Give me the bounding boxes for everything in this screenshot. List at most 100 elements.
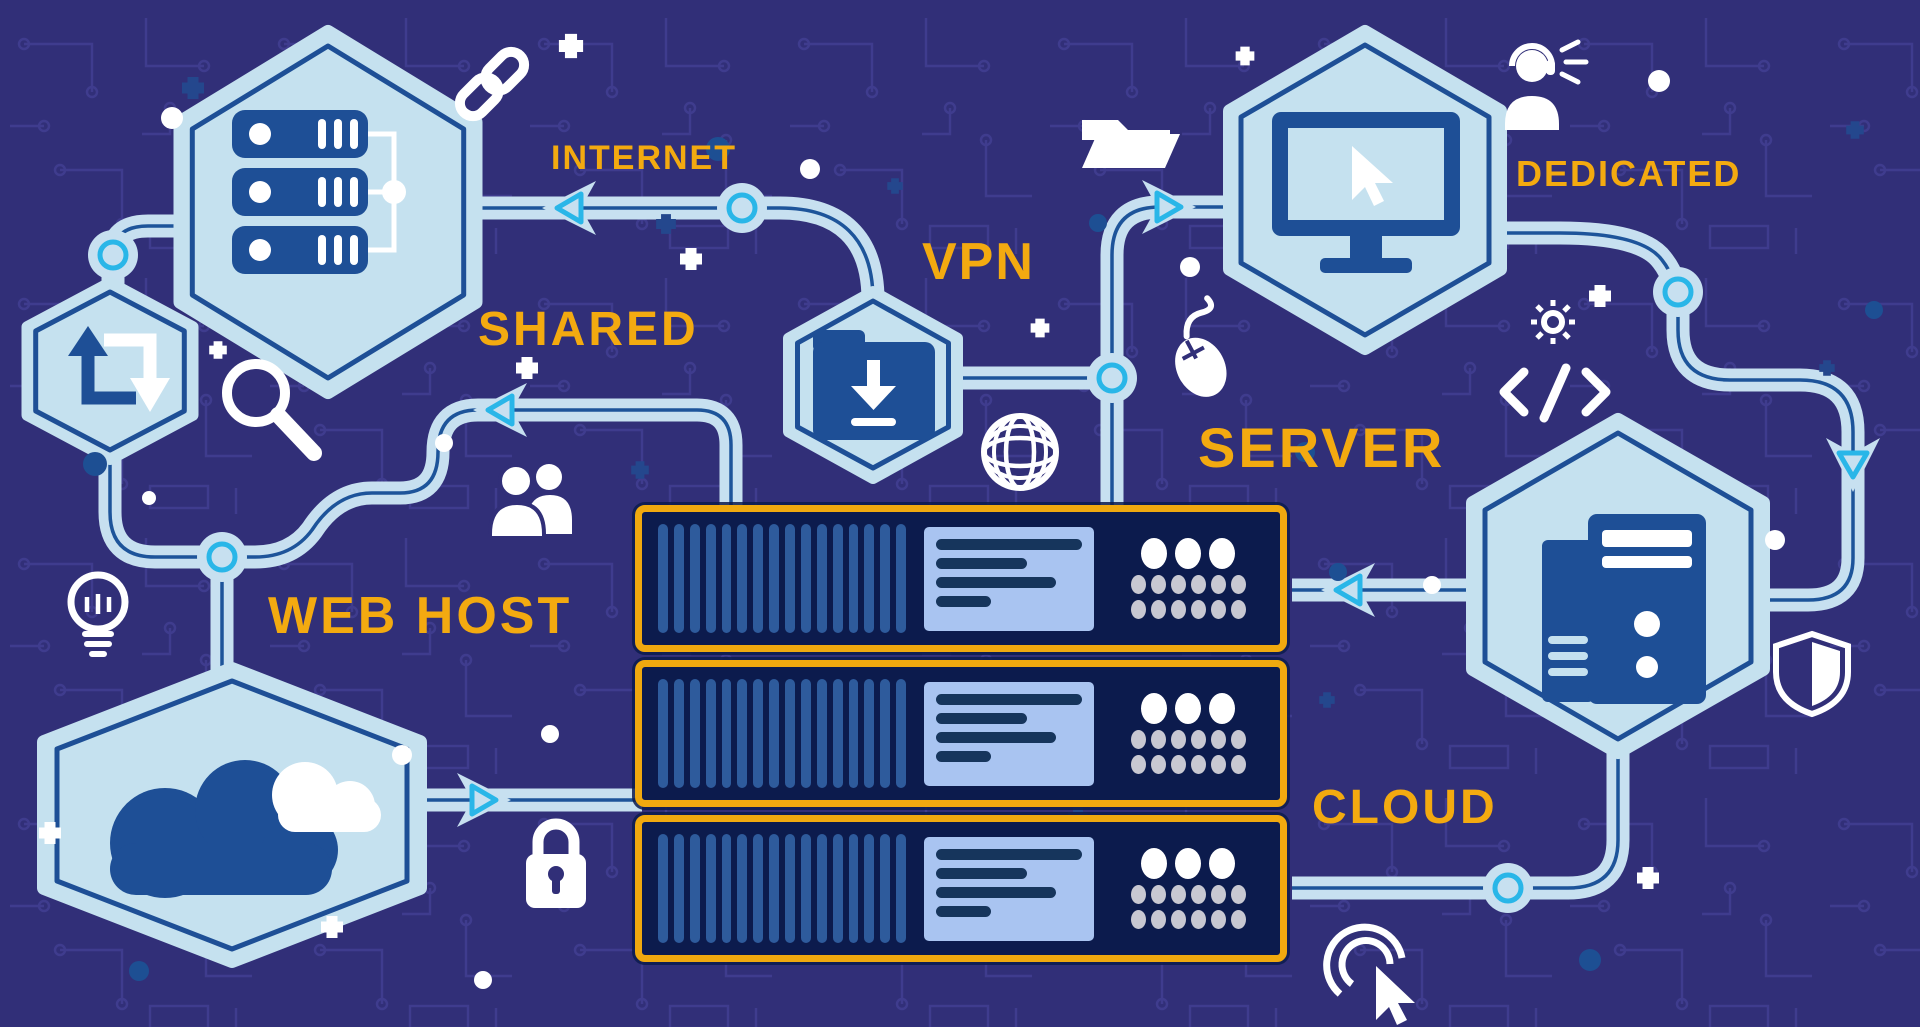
dot-icon: [1329, 563, 1347, 581]
scatter-dots: [83, 70, 1883, 989]
indicator-light-large: [1209, 848, 1235, 879]
label-internet: INTERNET: [551, 139, 737, 177]
rack-vents: [658, 679, 906, 788]
indicator-light-small: [1150, 910, 1166, 929]
indicator-light-small: [1130, 755, 1146, 774]
vent-slat: [880, 834, 891, 943]
vent-slat: [658, 524, 668, 633]
vent-slat: [880, 679, 891, 788]
dot-icon: [1648, 70, 1670, 92]
folder-download-icon: [813, 330, 935, 440]
vent-slat: [769, 524, 779, 633]
vent-slat: [848, 834, 859, 943]
panel-text-line: [936, 731, 1056, 743]
open-folder-icon: [1082, 120, 1180, 168]
indicator-light-large: [1209, 538, 1235, 569]
vent-slat: [816, 524, 827, 633]
indicator-light-small: [1190, 730, 1206, 749]
indicator-row: [1141, 848, 1235, 879]
vent-slat: [689, 524, 700, 633]
dot-icon: [1865, 301, 1883, 319]
vent-slat: [832, 524, 843, 633]
globe-icon: [981, 413, 1059, 491]
vent-slat: [753, 524, 764, 633]
click-cursor-icon: [1323, 923, 1415, 1025]
indicator-light-small: [1190, 885, 1206, 904]
indicator-row: [1130, 910, 1246, 929]
vent-slat: [705, 834, 716, 943]
indicator-row: [1141, 538, 1235, 569]
indicator-light-small: [1230, 885, 1246, 904]
rack-indicator-lights: [1112, 693, 1264, 774]
label-vpn: VPN: [922, 233, 1035, 291]
panel-text-line: [936, 867, 1027, 879]
dot-icon: [800, 159, 820, 179]
dot-icon: [706, 137, 730, 161]
vent-slat: [864, 834, 875, 943]
indicator-light-small: [1190, 575, 1206, 594]
vent-slat: [658, 679, 668, 788]
indicator-row: [1141, 693, 1235, 724]
dot-icon: [161, 107, 183, 129]
indicator-light-large: [1141, 538, 1167, 569]
vent-slat: [816, 834, 827, 943]
node-icon: [1087, 353, 1137, 403]
vent-slat: [737, 524, 748, 633]
hexagon-tower-server: [1466, 413, 1770, 759]
vent-slat: [673, 834, 684, 943]
indicator-light-small: [1210, 910, 1226, 929]
rack-label-panel: [924, 681, 1094, 786]
panel-text-line: [936, 557, 1027, 569]
label-shared: SHARED: [478, 303, 699, 356]
indicator-light-small: [1170, 755, 1186, 774]
panel-text-line: [936, 712, 1027, 724]
users-icon: [488, 463, 572, 540]
headset-support-icon: [1505, 39, 1589, 130]
label-web-host: WEB HOST: [268, 587, 573, 645]
indicator-light-small: [1130, 575, 1146, 594]
indicator-light-small: [1210, 755, 1226, 774]
dot-icon: [129, 961, 149, 981]
node-icon: [1483, 863, 1533, 913]
code-icon: [1499, 363, 1611, 423]
indicator-row: [1130, 730, 1246, 749]
indicator-light-small: [1210, 885, 1226, 904]
indicator-light-small: [1150, 885, 1166, 904]
vent-slat: [848, 679, 859, 788]
vent-slat: [800, 834, 811, 943]
hexagon-transfer: [21, 277, 199, 465]
label-cloud: CLOUD: [1312, 781, 1498, 834]
indicator-light-small: [1150, 755, 1166, 774]
indicator-light-small: [1230, 600, 1246, 619]
vent-slat: [721, 524, 732, 633]
vent-slat: [785, 834, 795, 943]
dot-icon: [83, 452, 107, 476]
node-icon: [1653, 267, 1703, 317]
dot-icon: [1295, 442, 1315, 462]
vent-slat: [673, 679, 684, 788]
cloud-icon: [110, 760, 381, 898]
vent-slat: [832, 679, 843, 788]
indicator-light-small: [1190, 755, 1206, 774]
rack-indicator-lights: [1112, 848, 1264, 929]
dot-icon: [1180, 257, 1200, 277]
transfer-arrows-icon: [68, 326, 170, 412]
dot-icon: [435, 434, 453, 452]
mouse-icon: [1175, 295, 1227, 397]
dot-icon: [1765, 530, 1785, 550]
magnifier-icon: [222, 359, 322, 461]
server-stack-icon: [232, 110, 406, 274]
indicator-light-large: [1175, 848, 1201, 879]
padlock-icon: [526, 818, 586, 908]
shield-icon: [1773, 630, 1851, 718]
rack-unit: [635, 660, 1287, 807]
vent-slat: [896, 679, 906, 788]
rack-vents: [658, 524, 906, 633]
indicator-light-small: [1230, 730, 1246, 749]
vent-slat: [673, 524, 684, 633]
indicator-row: [1130, 600, 1246, 619]
vent-slat: [880, 524, 891, 633]
vent-slat: [848, 524, 859, 633]
hexagon-desktop: [1223, 25, 1507, 355]
chain-link-icon: [454, 46, 530, 122]
